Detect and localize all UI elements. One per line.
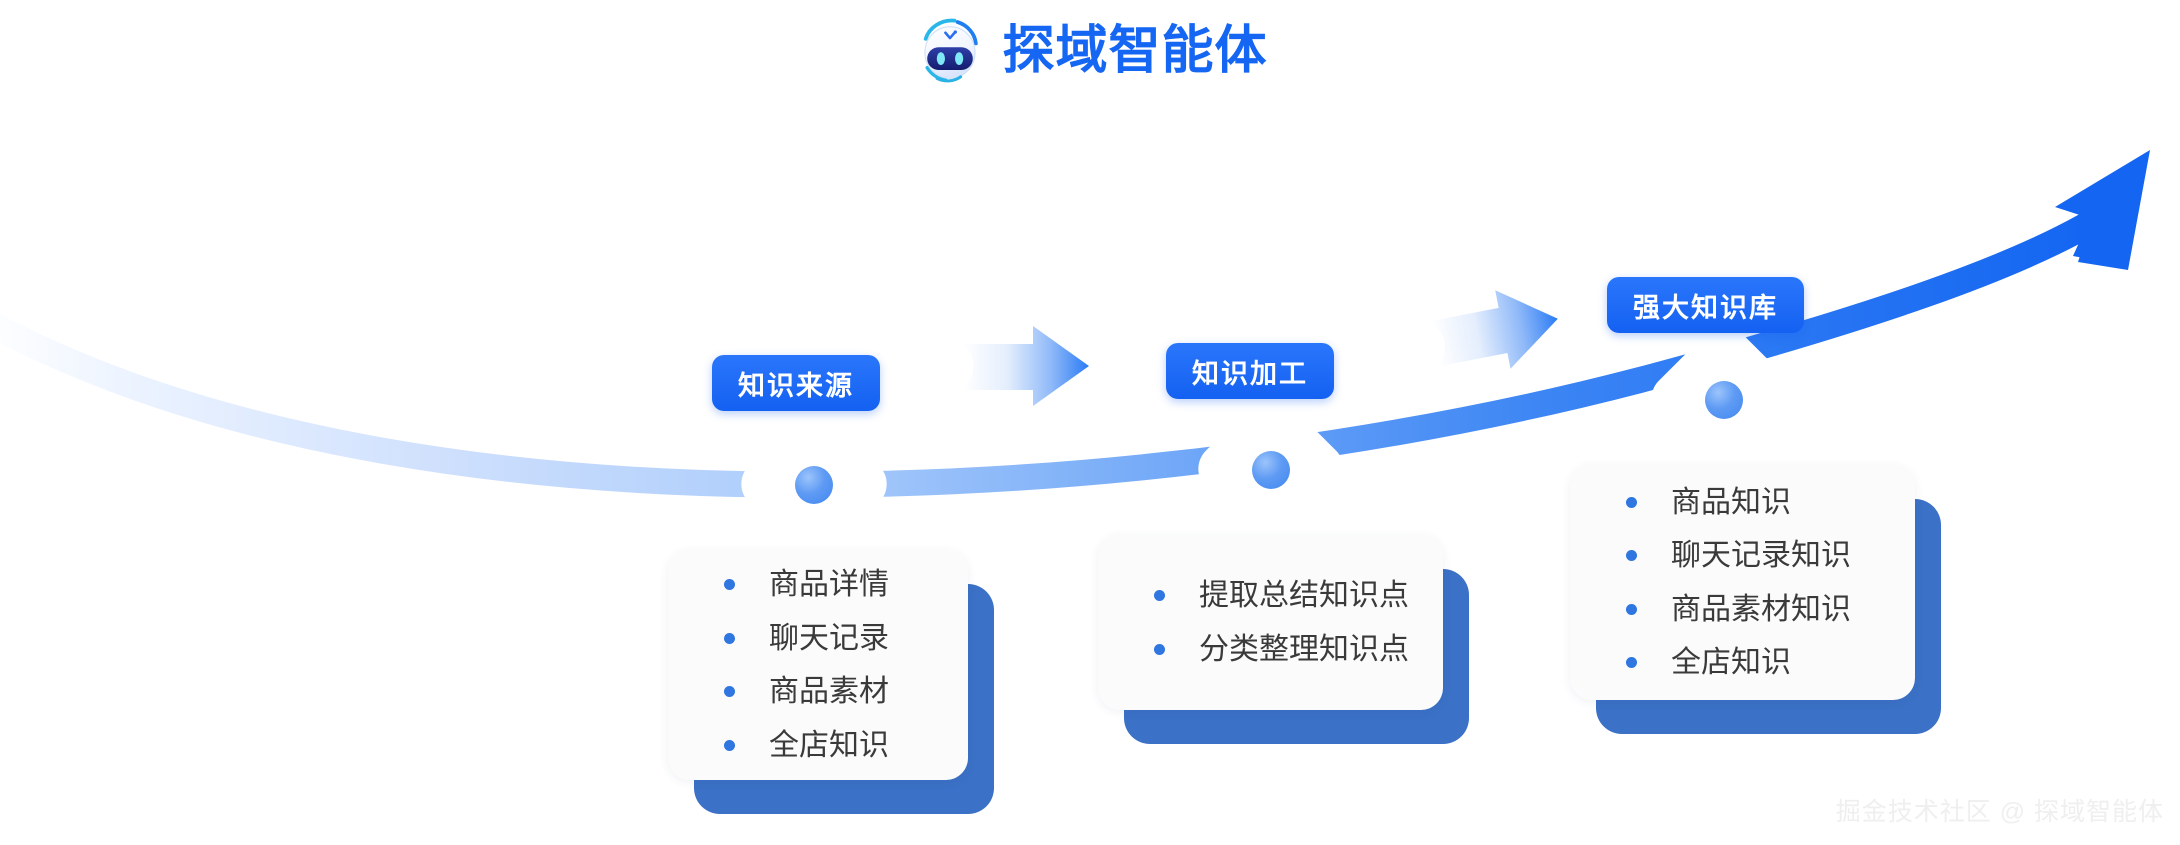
bullet-icon [1154, 590, 1165, 602]
card-face-1: 商品详情 聊天记录 商品素材 全店知识 [668, 550, 968, 780]
list-item: 商品知识 [1626, 485, 1881, 519]
list-item-label: 商品素材 [769, 675, 889, 708]
list-item-label: 分类整理知识点 [1199, 632, 1409, 666]
list-item: 分类整理知识点 [1154, 632, 1409, 666]
list-item: 商品素材知识 [1626, 592, 1881, 626]
stage-card-knowledge-processing: 提取总结知识点 分类整理知识点 [1098, 535, 1469, 744]
brand-header: 探域智能体 [0, 8, 2180, 94]
page-title: 探域智能体 [1002, 22, 1268, 80]
list-item-label: 聊天记录 [769, 621, 889, 655]
stage-card-knowledge-source: 商品详情 聊天记录 商品素材 全店知识 [668, 550, 994, 814]
bullet-icon [724, 686, 735, 698]
list-item-label: 全店知识 [1671, 646, 1791, 679]
bullet-icon [724, 579, 735, 591]
list-item: 聊天记录知识 [1626, 540, 1881, 572]
list-item: 全店知识 [1626, 647, 1881, 679]
bullet-icon [1626, 550, 1637, 562]
bullet-icon [724, 632, 735, 644]
node-dot-2 [1252, 451, 1290, 489]
stage-badge-knowledge-base[interactable]: 强大知识库 [1607, 277, 1804, 333]
list-item-label: 全店知识 [769, 728, 889, 762]
list-item-label: 商品素材知识 [1671, 592, 1851, 626]
node-dot-3 [1705, 381, 1743, 419]
connector-arrow-2 [1429, 290, 1558, 369]
list-item-label: 提取总结知识点 [1199, 579, 1409, 612]
watermark: 掘金技术社区 @ 探域智能体 [1835, 798, 2164, 826]
stage-badge-knowledge-processing[interactable]: 知识加工 [1166, 343, 1334, 399]
list-item: 商品素材 [724, 676, 934, 708]
list-item: 聊天记录 [724, 621, 934, 655]
bullet-icon [1154, 643, 1165, 655]
card-face-3: 商品知识 聊天记录知识 商品素材知识 全店知识 [1570, 465, 1915, 700]
bullet-icon [1626, 603, 1637, 615]
node-dot-1 [795, 466, 833, 504]
bullet-icon [1626, 657, 1637, 669]
list-item-label: 聊天记录知识 [1671, 539, 1851, 572]
card-face-2: 提取总结知识点 分类整理知识点 [1098, 535, 1443, 710]
list-item: 全店知识 [724, 728, 934, 762]
stage-badge-knowledge-source[interactable]: 知识来源 [712, 355, 880, 411]
list-item: 提取总结知识点 [1154, 580, 1409, 612]
list-item-label: 商品详情 [769, 568, 889, 601]
connector-arrow-1 [963, 326, 1089, 406]
bullet-icon [724, 739, 735, 751]
bullet-icon [1626, 496, 1637, 508]
stage-card-knowledge-base: 商品知识 聊天记录知识 商品素材知识 全店知识 [1570, 465, 1941, 734]
list-item-label: 商品知识 [1671, 485, 1791, 519]
list-item: 商品详情 [724, 569, 934, 601]
robot-head-icon [924, 18, 979, 83]
